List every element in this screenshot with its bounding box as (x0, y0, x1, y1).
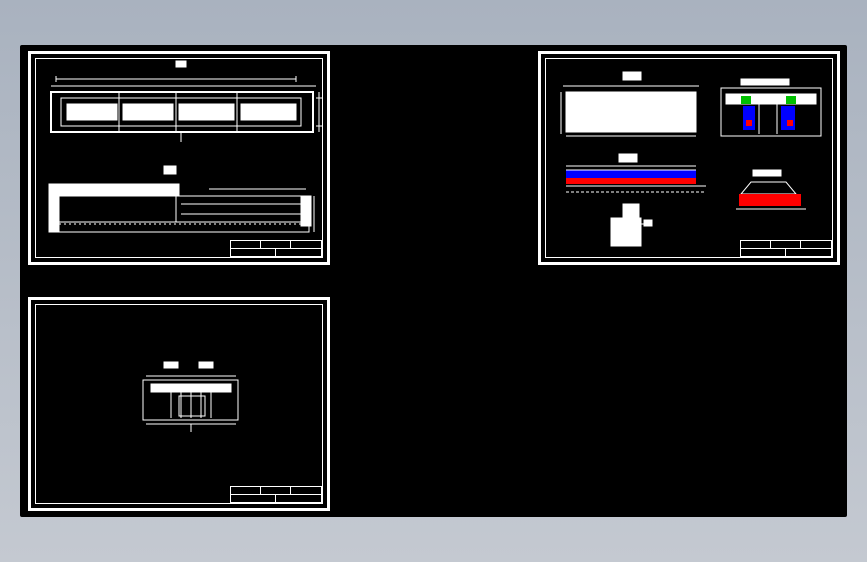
sheet-border (35, 304, 323, 504)
sheet-bottom-left-drawing (142, 361, 239, 432)
sheet-top-right-drawing (560, 71, 822, 247)
drawing-sheet-bottom-left[interactable] (28, 297, 330, 511)
drawing-sheet-top-left[interactable] (28, 51, 330, 265)
title-block (740, 240, 832, 257)
sheet-top-left-drawing (48, 60, 322, 233)
sheet-border (545, 58, 833, 258)
drawing-sheet-top-right[interactable] (538, 51, 840, 265)
title-block (230, 486, 322, 503)
sheet-border (35, 58, 323, 258)
cad-drawing-canvas[interactable] (20, 45, 847, 517)
title-block (230, 240, 322, 257)
